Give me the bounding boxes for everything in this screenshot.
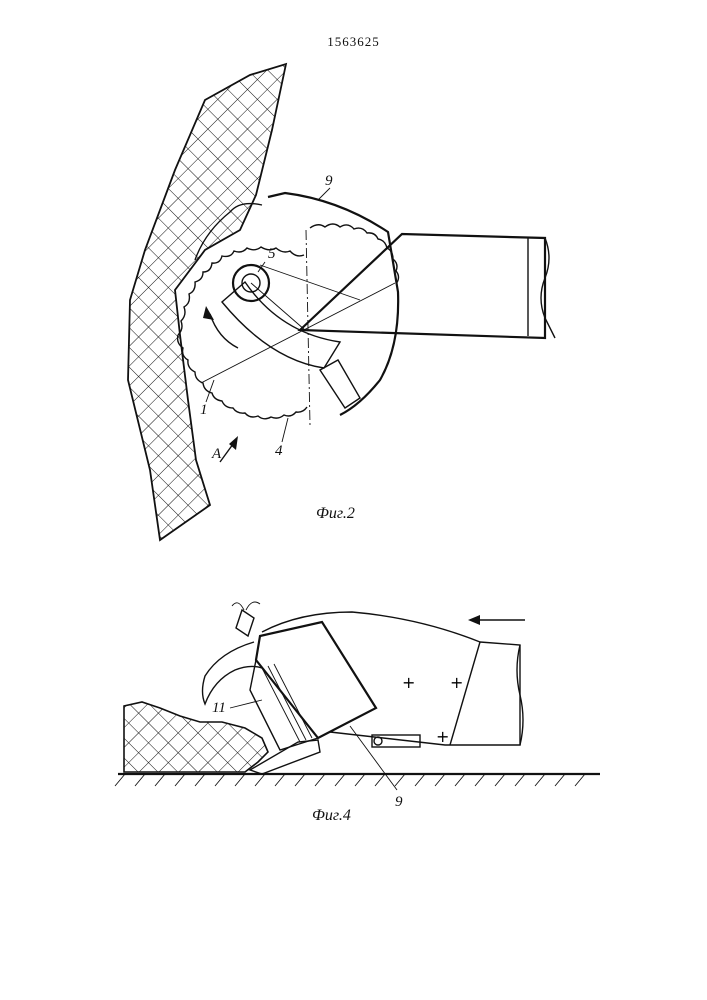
plus-mark: + [402,673,415,692]
axis-line [251,283,305,330]
machine-body [262,612,520,745]
label-4: 4 [275,443,283,459]
blade-tip [320,360,360,408]
machine-rear [450,642,480,745]
cylinder-pin [374,737,382,745]
cone-disc-outline [310,224,399,284]
figure-2-caption: Фиг.2 [316,505,355,522]
toothed-disc [178,247,307,419]
figure-4-caption: Фиг.4 [312,807,351,824]
leader-line [318,188,330,200]
ground-hatch [115,774,585,786]
label-9: 9 [325,173,333,189]
rock-mass-hatched [124,702,268,772]
gripper-wire [232,602,260,610]
plus-mark: + [450,673,463,692]
rock-face-hatched [128,64,286,540]
movement-arrow-head [468,615,480,625]
label-A: A [211,446,222,462]
label-5: 5 [268,246,276,262]
label-11: 11 [212,700,226,716]
rotation-arrow [210,314,238,348]
label-1: 1 [200,402,208,418]
figure-4: + + + 11 9 Фиг.4 [115,602,600,824]
blade-segment [222,282,340,368]
housing-9 [268,193,398,415]
label-9: 9 [395,794,403,810]
arm-end-break [541,238,555,338]
leader-line [282,418,288,442]
housing-9-block [256,622,376,738]
arm-beam [300,234,545,338]
figure-2: 9 5 1 4 A Фиг.2 [128,64,555,540]
axis-line [260,265,360,300]
plus-mark: + [436,727,449,746]
gripper [236,610,254,636]
rotation-arrow-head [203,306,214,320]
